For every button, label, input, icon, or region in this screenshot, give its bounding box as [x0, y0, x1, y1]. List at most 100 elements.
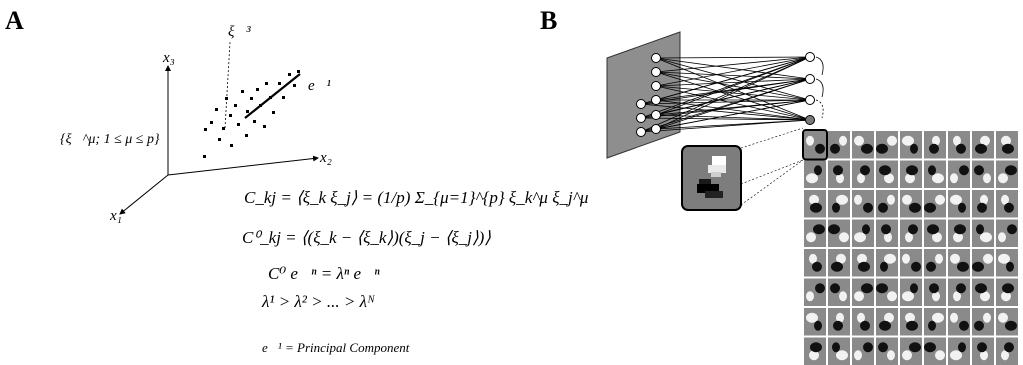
connection-line — [640, 99, 811, 119]
input-node — [636, 99, 646, 109]
receptive-field-cell — [852, 160, 874, 188]
receptive-field-cell — [996, 131, 1018, 159]
connection-line — [655, 56, 811, 87]
receptive-field-cell — [972, 190, 994, 218]
receptive-field-cell — [900, 131, 922, 159]
receptive-field-cell — [900, 160, 922, 188]
input-sheet — [606, 31, 681, 159]
connection-line — [655, 71, 811, 80]
receptive-field-cell — [852, 337, 874, 365]
lateral-connections — [815, 56, 824, 119]
equation-covariance: C_kj = ⟨ξ_k ξ_j⟩ = (1/p) Σ_{μ=1}^{p} ξ_k… — [244, 188, 589, 207]
receptive-field-cell — [876, 190, 898, 218]
connection-line — [640, 78, 811, 133]
receptive-field-cell — [876, 308, 898, 336]
connection-line — [655, 56, 811, 130]
receptive-field-cell — [876, 219, 898, 247]
receptive-field-cell — [948, 308, 970, 336]
receptive-field-cell — [972, 131, 994, 159]
receptive-field-cell — [876, 249, 898, 277]
receptive-field-cell — [876, 278, 898, 306]
receptive-field-cell — [828, 219, 850, 247]
receptive-field-cell — [972, 278, 994, 306]
receptive-field-cell — [924, 131, 946, 159]
principal-axis-line — [244, 73, 301, 119]
receptive-field-cell — [828, 337, 850, 365]
receptive-field-cell — [948, 219, 970, 247]
zoomed-filter — [681, 145, 742, 211]
receptive-field-cell — [852, 190, 874, 218]
connection-line — [655, 71, 811, 121]
output-node — [805, 74, 815, 84]
receptive-field-cell — [996, 278, 1018, 306]
receptive-field-cell — [972, 219, 994, 247]
connection-line — [655, 78, 811, 87]
connection-line — [640, 99, 811, 105]
receptive-field-cell — [852, 278, 874, 306]
receptive-field-cell — [948, 278, 970, 306]
receptive-field-cell — [924, 160, 946, 188]
receptive-field-cell — [852, 131, 874, 159]
receptive-field-cell — [900, 249, 922, 277]
panel-label-b: B — [540, 6, 558, 35]
connection-line — [655, 56, 811, 59]
receptive-field-cell — [948, 249, 970, 277]
receptive-field-cell — [804, 337, 826, 365]
receptive-field-cell — [972, 160, 994, 188]
vector-label-e1: e⃗¹ — [308, 78, 331, 94]
receptive-field-cell — [804, 249, 826, 277]
receptive-field-cell — [972, 337, 994, 365]
connection-line — [640, 117, 811, 121]
zoom-projection — [740, 127, 804, 206]
network-connections — [640, 56, 811, 133]
receptive-field-cell — [948, 337, 970, 365]
axis-label-x1: x₁ — [110, 208, 122, 224]
receptive-field-cell — [948, 131, 970, 159]
connection-line — [640, 78, 811, 105]
input-node — [651, 81, 661, 91]
input-node — [651, 110, 661, 120]
receptive-field-cell — [924, 190, 946, 218]
output-node — [805, 52, 815, 62]
receptive-field-cell — [996, 249, 1018, 277]
connection-line — [640, 56, 811, 119]
receptive-field-cell — [924, 278, 946, 306]
receptive-field-cell — [804, 278, 826, 306]
input-node — [651, 67, 661, 77]
axis-x2 — [167, 155, 319, 176]
equation-centered-covariance: C⁰_kj = ⟨(ξ_k − ⟨ξ_k⟩)(ξ_j − ⟨ξ_j⟩)⟩ — [242, 228, 491, 247]
receptive-field-cell — [804, 219, 826, 247]
receptive-field-cell — [900, 308, 922, 336]
data-points — [203, 70, 300, 158]
connection-line — [640, 56, 811, 105]
receptive-field-cell — [852, 308, 874, 336]
receptive-field-cell — [900, 219, 922, 247]
receptive-field-cell — [804, 308, 826, 336]
equation-eigen: C⁰ e⃗ⁿ = λⁿ e⃗ⁿ — [268, 264, 380, 283]
receptive-field-cell — [900, 190, 922, 218]
input-node — [651, 53, 661, 63]
receptive-field-cell — [828, 308, 850, 336]
receptive-field-cell — [972, 308, 994, 336]
input-node — [651, 124, 661, 134]
receptive-field-cell — [924, 249, 946, 277]
receptive-field-cell — [972, 249, 994, 277]
equation-ordering: λ¹ > λ² > ... > λᴺ — [262, 292, 375, 311]
receptive-field-cell — [948, 160, 970, 188]
connection-line — [655, 57, 811, 121]
receptive-field-cell — [828, 160, 850, 188]
receptive-field-cell — [804, 160, 826, 188]
receptive-field-cell — [876, 131, 898, 159]
axis-x1 — [119, 174, 169, 215]
input-node — [636, 113, 646, 123]
receptive-field-cell — [876, 337, 898, 365]
receptive-field-cell — [924, 308, 946, 336]
receptive-field-cell — [828, 278, 850, 306]
connection-line — [640, 99, 811, 133]
axis-label-x3: x₃ — [163, 50, 175, 66]
receptive-field-cell — [802, 129, 828, 161]
output-node — [805, 95, 815, 105]
receptive-field-cell — [996, 219, 1018, 247]
input-node — [636, 127, 646, 137]
